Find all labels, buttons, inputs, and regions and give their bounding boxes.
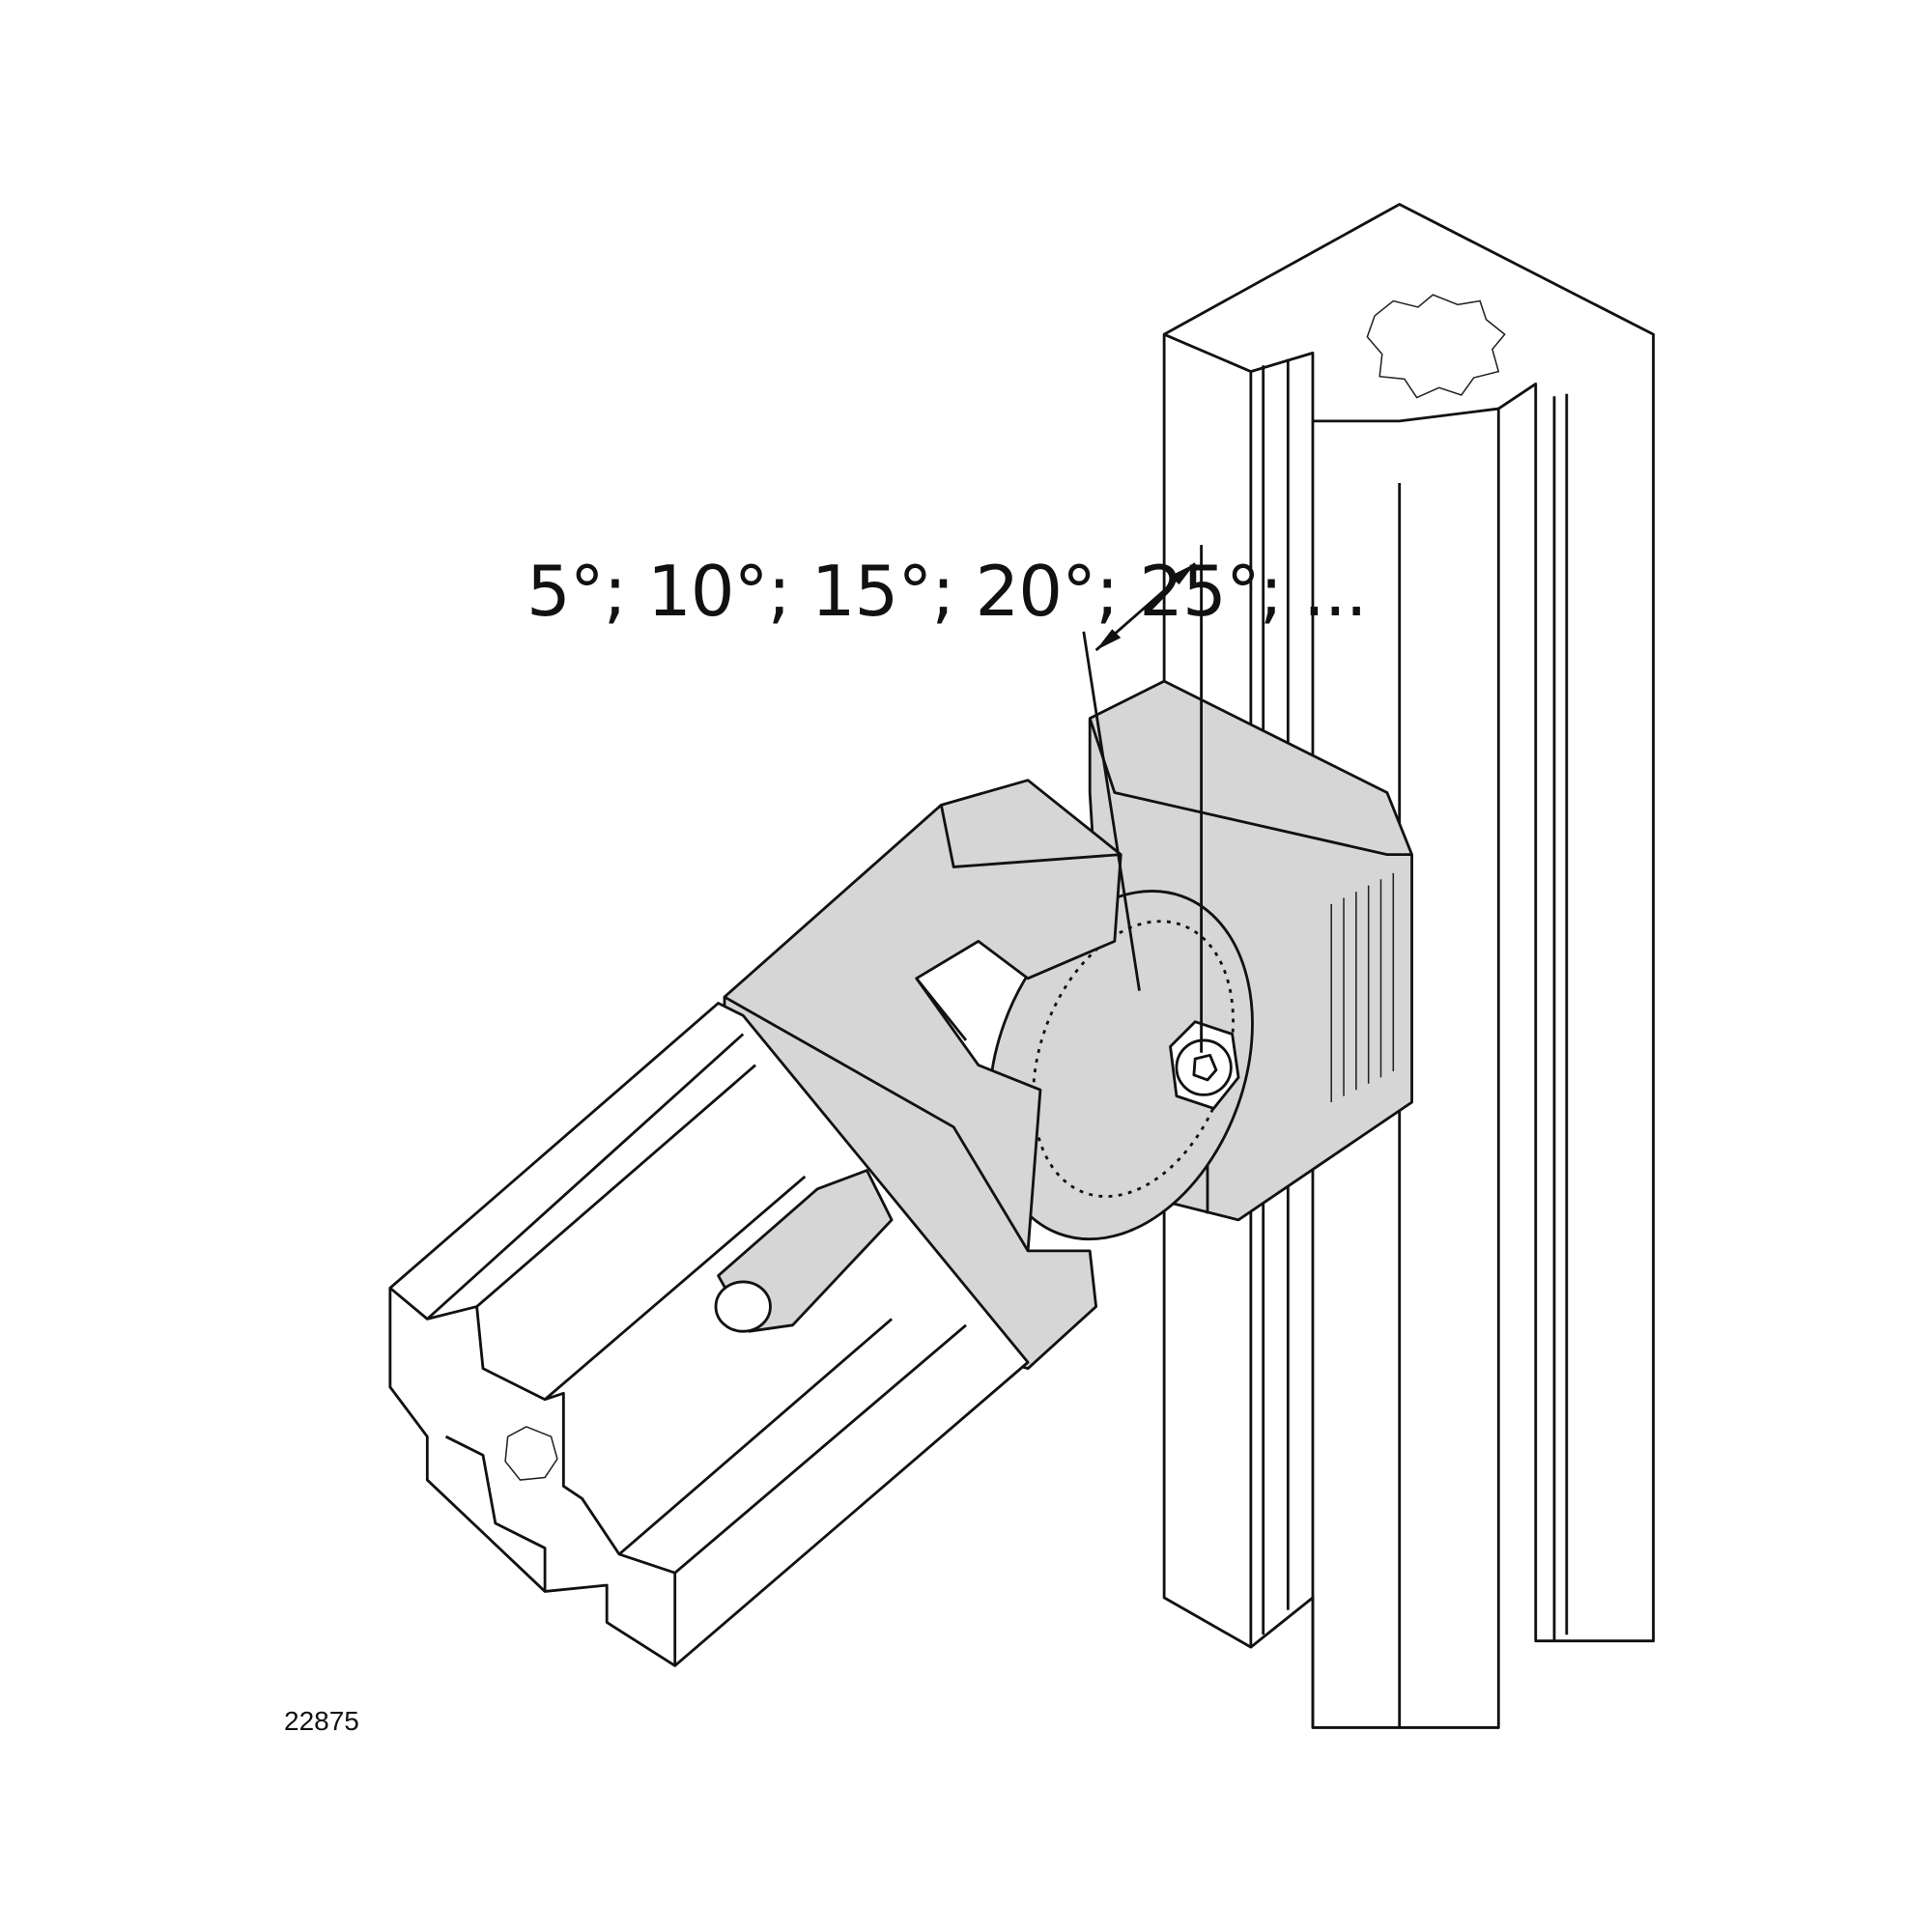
arrowhead-icon <box>1095 629 1122 651</box>
profile-core-bore <box>504 1426 558 1481</box>
figure-number: 22875 <box>284 1706 359 1736</box>
angle-dimension <box>1082 545 1204 1053</box>
horizontal-profile <box>388 1002 1030 1667</box>
arrowhead-icon <box>1170 563 1196 585</box>
toothed-disk <box>987 890 1254 1241</box>
socket-head-screw <box>1175 1038 1233 1096</box>
center-bore <box>1366 294 1506 399</box>
angle-increment-label: 5°; 10°; 15°; 20°; 25°; ... <box>526 551 1368 632</box>
